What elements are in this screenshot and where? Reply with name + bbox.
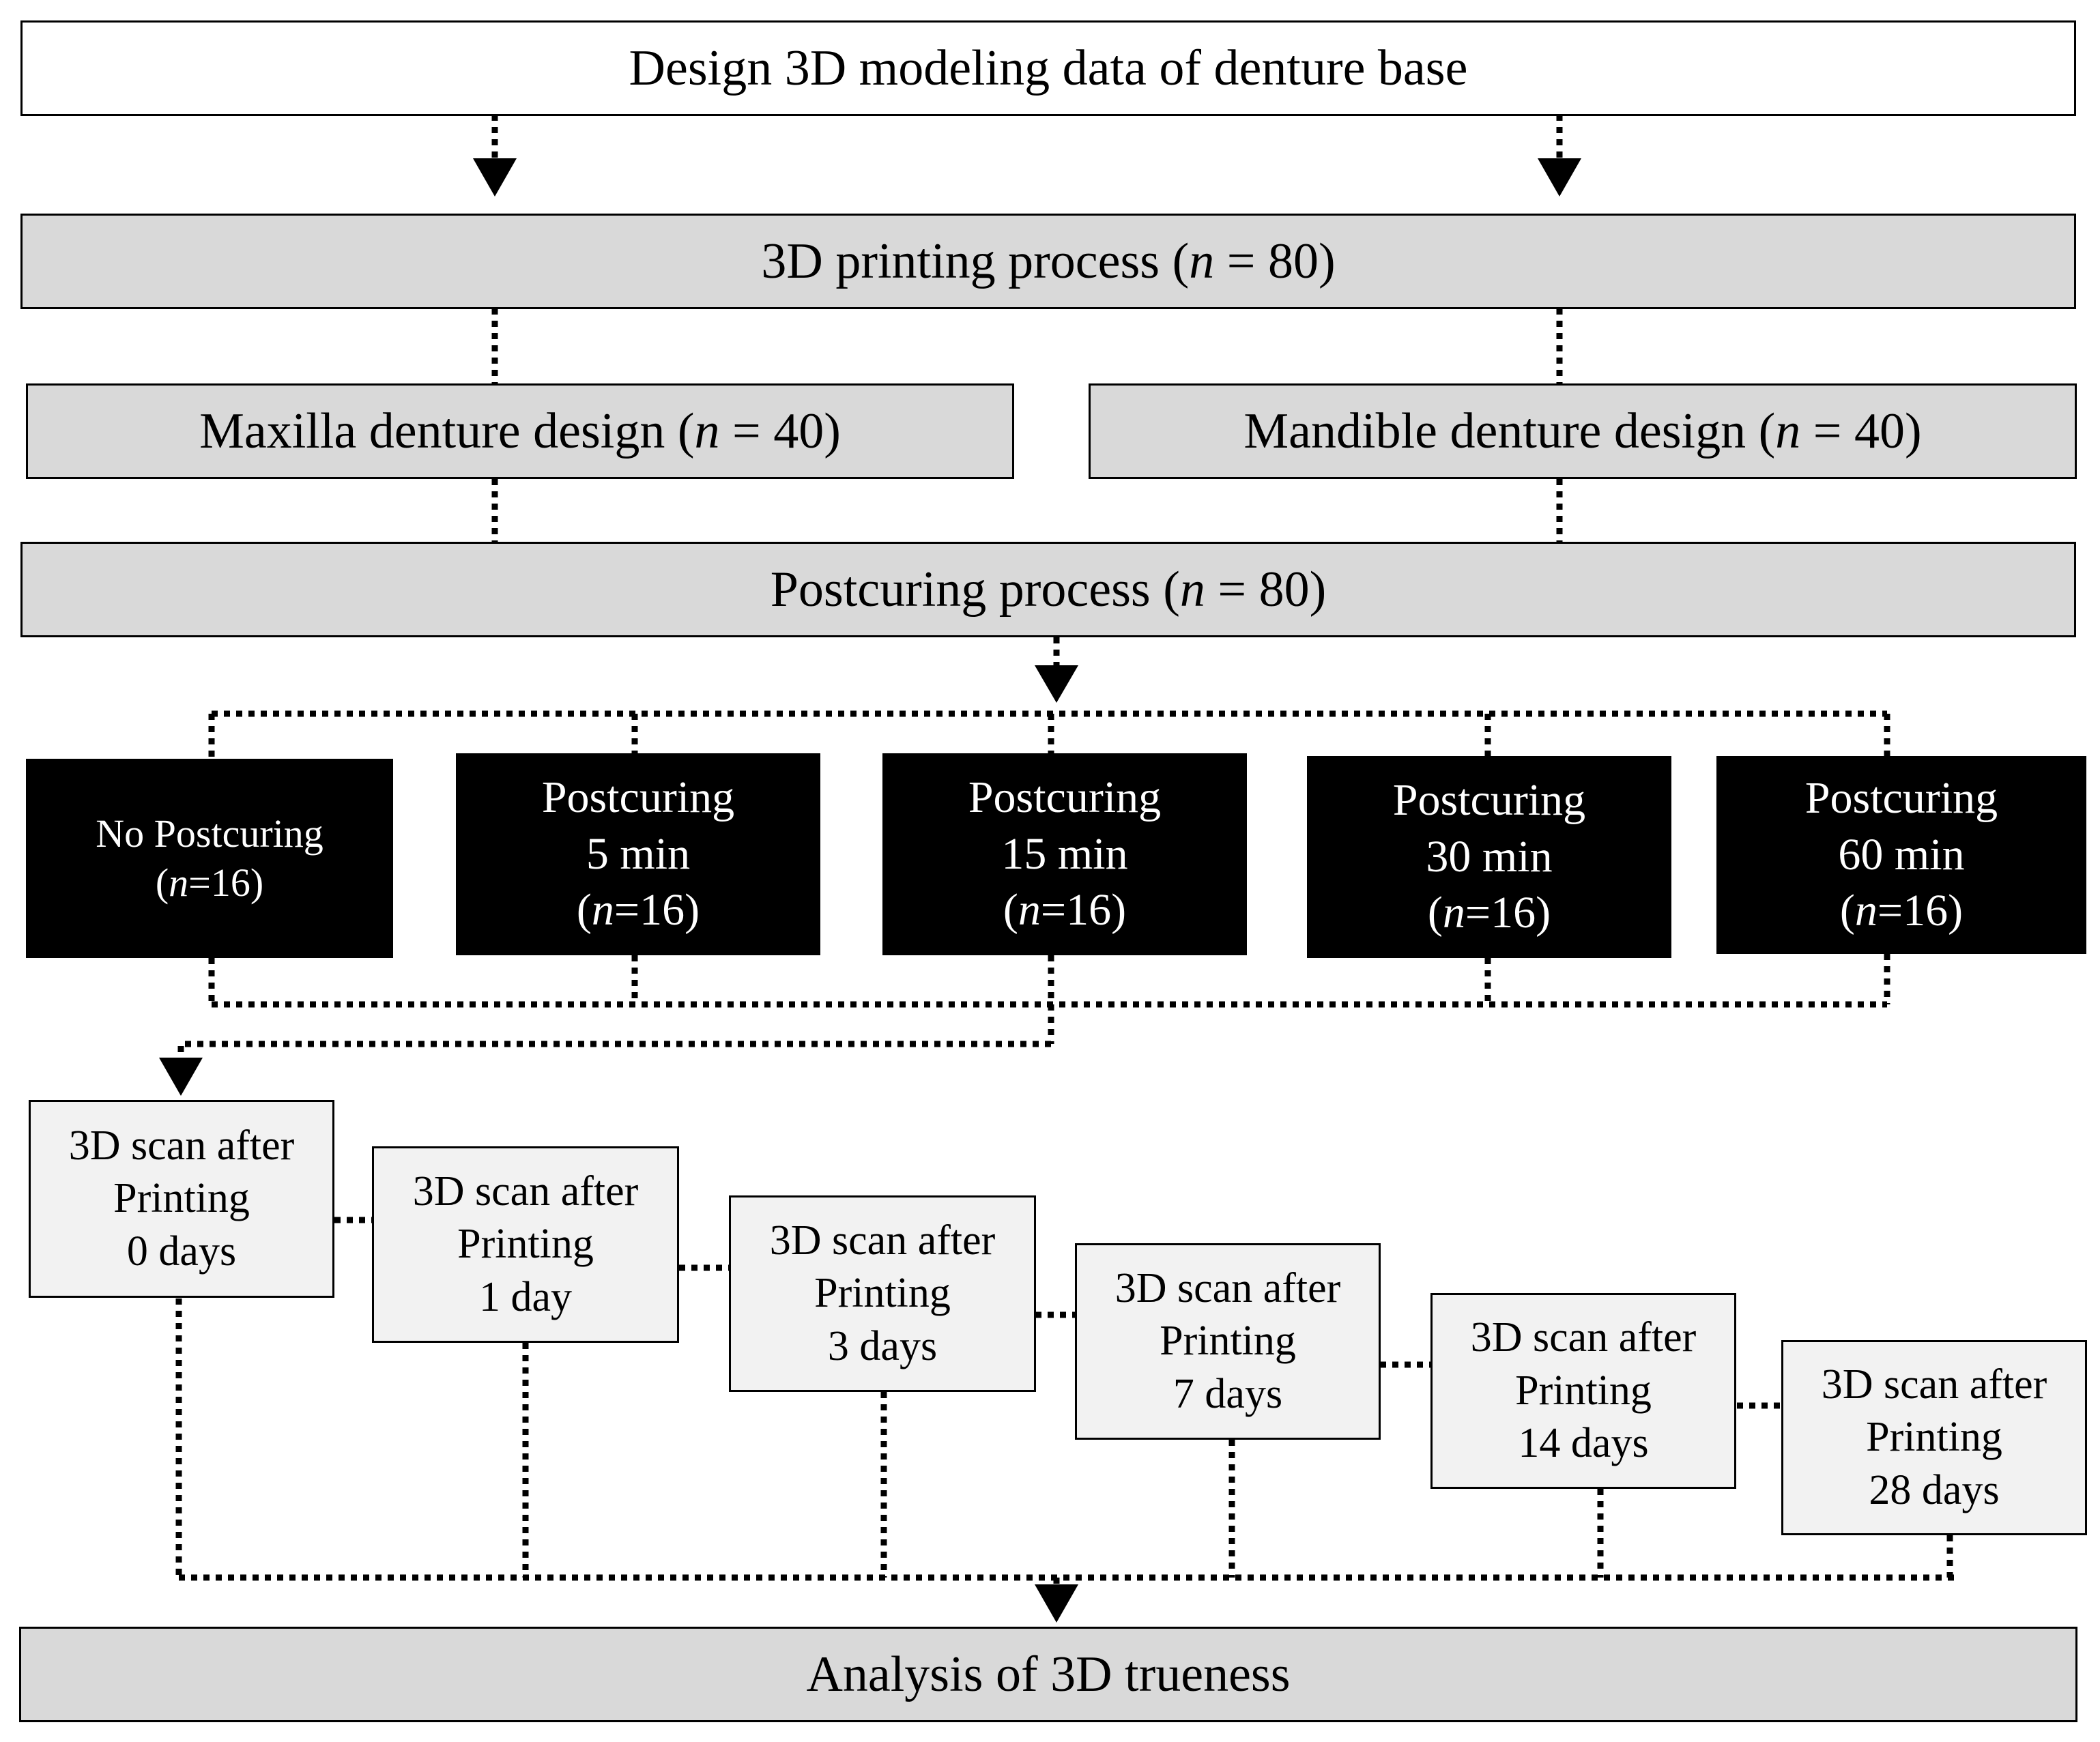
scan-label: Printing: [113, 1175, 250, 1222]
mandible-design-box: Mandible denture design (n = 40): [1089, 383, 2077, 479]
group-n: (n=16): [155, 860, 264, 905]
group-postcuring-60min: Postcuring 60 min (n=16): [1716, 756, 2086, 954]
group-duration: 15 min: [1001, 828, 1128, 879]
analysis-box: Analysis of 3D trueness: [19, 1627, 2077, 1722]
group-postcuring-15min: Postcuring 15 min (n=16): [882, 753, 1247, 955]
scan-label: 3D scan after: [412, 1167, 639, 1215]
group-duration: 30 min: [1426, 831, 1553, 882]
scan-label: 3D scan after: [769, 1217, 996, 1264]
printing-process-label: 3D printing process (n = 80): [761, 233, 1336, 289]
group-label: No Postcuring: [96, 811, 323, 856]
group-postcuring-5min: Postcuring 5 min (n=16): [456, 753, 820, 955]
group-label: Postcuring: [968, 772, 1162, 823]
group-n: (n=16): [1427, 888, 1551, 938]
postcuring-process-label: Postcuring process (n = 80): [770, 561, 1327, 618]
route-to-scans: [177, 1041, 1051, 1058]
scan-label: 3D scan after: [1114, 1264, 1341, 1311]
group-n: (n=16): [1003, 885, 1127, 935]
arrow-to-groups: [1035, 665, 1078, 703]
printing-process-box: 3D printing process (n = 80): [20, 214, 2076, 309]
scan-14-days: 3D scan after Printing 14 days: [1430, 1293, 1736, 1489]
group-label: Postcuring: [541, 772, 735, 823]
postcuring-process-box: Postcuring process (n = 80): [20, 542, 2076, 637]
scan-28-days: 3D scan after Printing 28 days: [1781, 1340, 2087, 1535]
scan-time: 3 days: [827, 1322, 938, 1369]
scan-label: 3D scan after: [1821, 1361, 2047, 1408]
analysis-label: Analysis of 3D trueness: [806, 1646, 1291, 1702]
design-data-label: Design 3D modeling data of denture base: [629, 40, 1468, 96]
design-data-box: Design 3D modeling data of denture base: [20, 20, 2076, 116]
scan-label: 3D scan after: [1470, 1314, 1697, 1361]
scan-label: Printing: [814, 1270, 951, 1317]
scan-label: Printing: [1160, 1318, 1296, 1365]
group-duration: 5 min: [586, 828, 691, 879]
scan-time: 0 days: [126, 1228, 237, 1275]
scan-7-days: 3D scan after Printing 7 days: [1075, 1243, 1381, 1440]
scan-time: 1 day: [478, 1273, 573, 1320]
scan-label: 3D scan after: [68, 1122, 295, 1169]
scan-label: Printing: [1515, 1367, 1652, 1414]
scan-3-days: 3D scan after Printing 3 days: [729, 1195, 1036, 1392]
scan-time: 7 days: [1173, 1370, 1283, 1417]
group-duration: 60 min: [1838, 829, 1965, 880]
arrow-to-analysis: [1035, 1584, 1078, 1623]
maxilla-design-box: Maxilla denture design (n = 40): [26, 383, 1014, 479]
group-postcuring-30min: Postcuring 30 min (n=16): [1307, 756, 1671, 958]
arrow-to-scans: [159, 1058, 203, 1096]
group-label: Postcuring: [1804, 773, 1998, 824]
group-n: (n=16): [1839, 886, 1964, 936]
arrow-top-right: [1538, 158, 1581, 197]
scan-label: Printing: [1866, 1414, 2002, 1461]
group-no-postcuring: No Postcuring (n=16): [26, 759, 393, 958]
group-label: Postcuring: [1392, 775, 1586, 826]
maxilla-design-label: Maxilla denture design (n = 40): [199, 403, 841, 459]
scan-time: 28 days: [1869, 1466, 2000, 1513]
mandible-design-label: Mandible denture design (n = 40): [1243, 403, 1922, 459]
arrow-top-left: [473, 158, 517, 197]
group-n: (n=16): [576, 885, 700, 935]
scan-0-days: 3D scan after Printing 0 days: [29, 1100, 334, 1298]
scan-1-day: 3D scan after Printing 1 day: [372, 1146, 679, 1343]
scan-time: 14 days: [1518, 1420, 1649, 1467]
scan-label: Printing: [457, 1221, 594, 1268]
